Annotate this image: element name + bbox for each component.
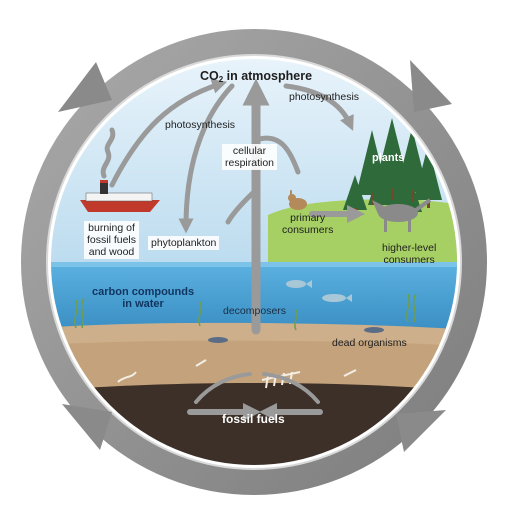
label-burning-line2: fossil fuels [87,234,137,246]
wolf-icon [372,198,432,232]
label-dead-organisms: dead organisms [332,337,407,349]
diagram-title: CO2 in atmosphere [199,69,313,84]
label-cellular-respiration-line2: respiration [225,157,275,169]
label-primary-consumers-line1: primary [290,212,326,224]
cycle-arrow-icon [58,62,112,112]
label-burning-line3: and wood [88,246,135,258]
label-photosynthesis-left: photosynthesis [165,119,236,131]
cycle-ring [21,29,487,495]
label-carbon-compounds-line1: carbon compounds [92,286,195,298]
label-decomposers: decomposers [223,305,287,317]
label-primary-consumers-line2: consumers [282,224,334,236]
label-burning-line1: burning of [88,222,135,234]
label-plants: plants [372,152,405,164]
ship-icon [80,127,160,212]
rabbit-icon [288,190,307,210]
label-cellular-respiration-line1: cellular [232,145,267,157]
flow-arrows [109,78,365,421]
forest [343,118,442,216]
label-higher-level-consumers-line1: higher-level [382,242,437,254]
label-carbon-compounds-line2: in water [122,298,164,310]
label-photosynthesis-right: photosynthesis [289,91,360,103]
land [268,199,457,270]
seaweed-icon [74,293,417,331]
label-higher-level-consumers: higher-level consumers [382,242,436,266]
label-cellular-respiration: cellular respiration [222,144,278,170]
label-phytoplankton: phytoplankton [148,236,220,250]
label-higher-level-consumers-line2: consumers [383,254,435,266]
label-burning: burning of fossil fuels and wood [84,221,140,259]
label-carbon-compounds: carbon compounds in water [92,286,194,310]
cycle-arrow-icon [396,410,446,452]
label-fossil-fuels: fossil fuels [222,412,285,426]
fish-icon [286,280,352,302]
cycle-arrow-icon [410,60,452,112]
label-primary-consumers: primary consumers [282,212,333,236]
cycle-arrow-icon [62,404,112,450]
